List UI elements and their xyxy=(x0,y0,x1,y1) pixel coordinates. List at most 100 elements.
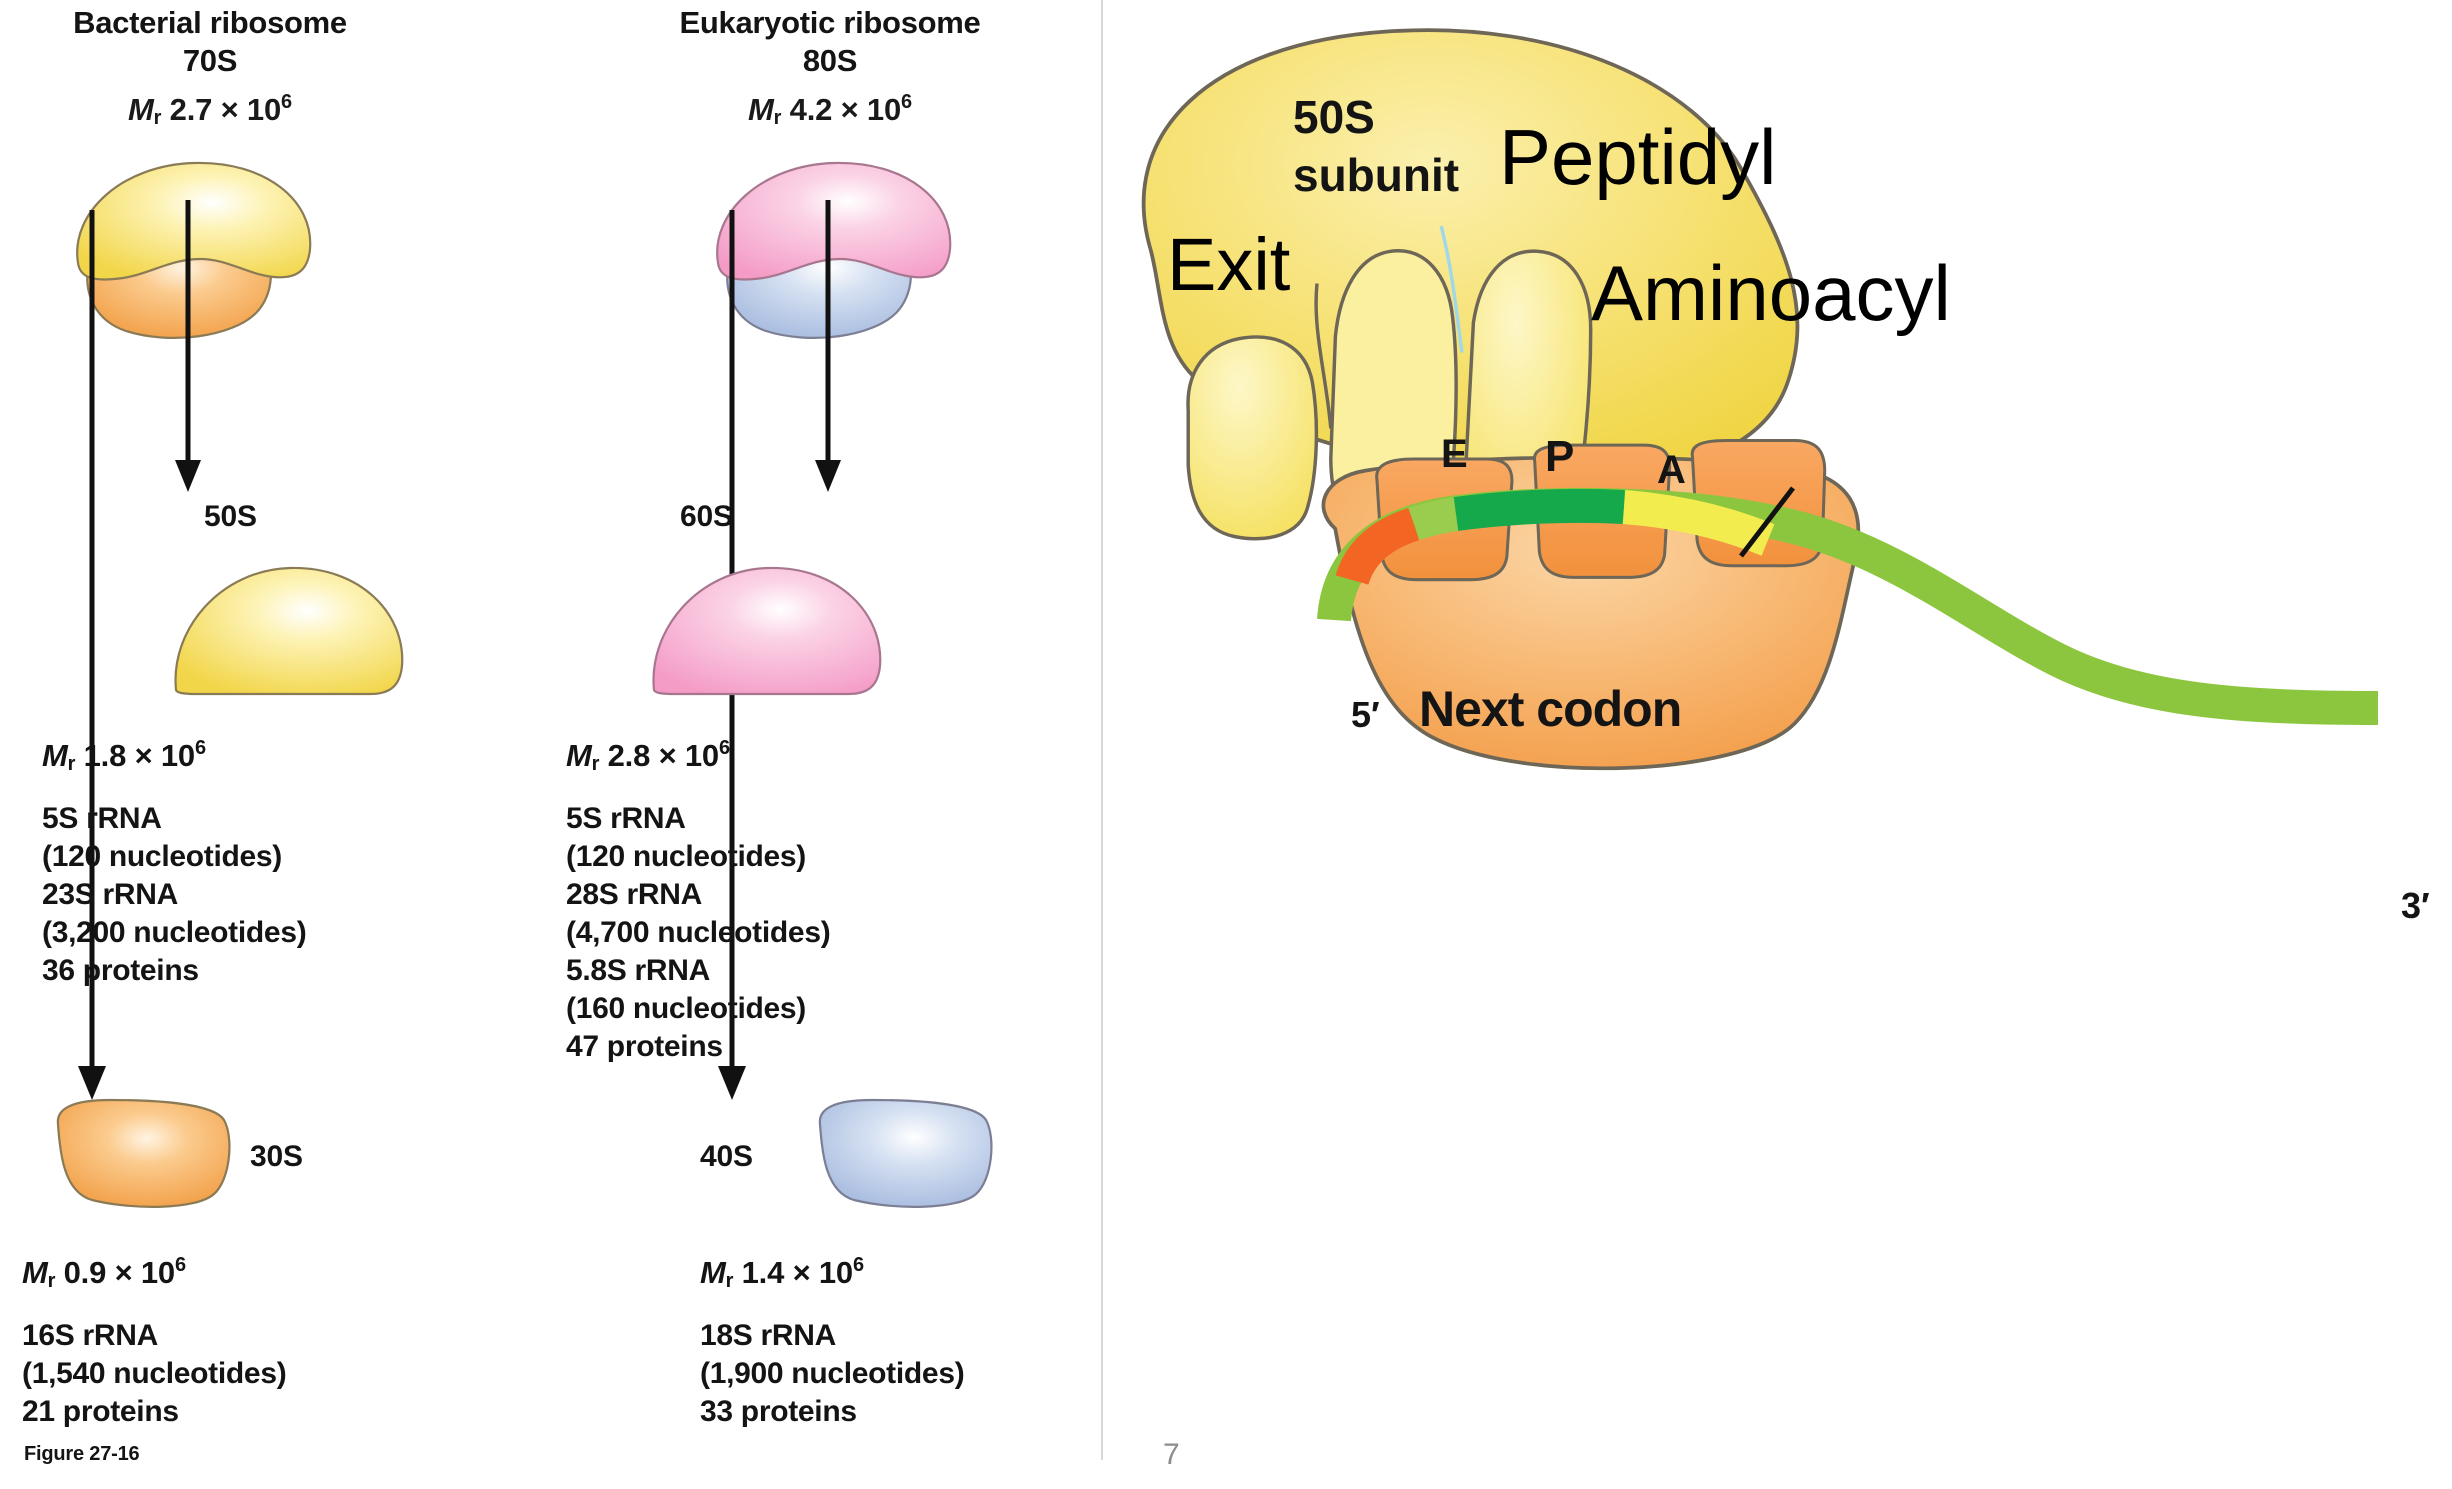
detail-line: (4,700 nucleotides) xyxy=(566,916,831,949)
next-codon-leader-line xyxy=(1739,486,1795,558)
mr-base: 10 xyxy=(140,1255,175,1290)
label-site-p: P xyxy=(1545,432,1575,481)
detail-line: (3,200 nucleotides) xyxy=(42,916,307,949)
mr-exponent: 6 xyxy=(901,91,912,113)
detail-line: 5S rRNA xyxy=(566,802,686,835)
detail-line: (120 nucleotides) xyxy=(566,840,806,873)
detail-line: (160 nucleotides) xyxy=(566,992,806,1025)
figure-caption: Figure 27-16 xyxy=(24,1443,140,1465)
detail-line: 47 proteins xyxy=(566,1030,723,1063)
mr-subscript: r xyxy=(725,1270,734,1292)
mr-value: 2.8 xyxy=(607,738,651,773)
mr-times-icon: × xyxy=(220,92,239,127)
mr-value: 4.2 xyxy=(789,92,833,127)
detail-line: (1,900 nucleotides) xyxy=(700,1357,965,1390)
label-site-a: A xyxy=(1657,448,1686,492)
label-mrna-3-prime: 3′ xyxy=(2401,885,2430,926)
annotation-exit: Exit xyxy=(1167,223,1291,306)
mr-base: 10 xyxy=(160,738,195,773)
mr-exponent: 6 xyxy=(718,737,730,759)
panel-divider xyxy=(1101,0,1103,1460)
details-30s: Mr 0.9 × 106 16S rRNA (1,540 nucleotides… xyxy=(22,1245,287,1431)
mr-times-icon: × xyxy=(658,738,677,773)
mr-times-icon: × xyxy=(134,738,153,773)
detail-line: (1,540 nucleotides) xyxy=(22,1357,287,1390)
mr-times-icon: × xyxy=(840,92,859,127)
mr-exponent: 6 xyxy=(194,737,206,759)
detail-line: 18S rRNA xyxy=(700,1319,836,1352)
arrow-bacterial-to-30s xyxy=(78,210,106,1100)
mr-50s: Mr 1.8 × 106 xyxy=(42,728,306,784)
annotation-peptidyl: Peptidyl xyxy=(1499,113,1777,201)
mr-base: 10 xyxy=(684,738,719,773)
arrow-eukaryotic-to-60s xyxy=(815,200,841,492)
mr-value: 2.7 xyxy=(169,92,213,127)
mr-symbol: M xyxy=(128,92,154,127)
column-title-eukaryotic: Eukaryotic ribosome xyxy=(679,5,981,40)
mr-subscript: r xyxy=(591,753,600,775)
label-50s: 50S xyxy=(204,500,257,533)
detail-line: 5S rRNA xyxy=(42,802,162,835)
mr-40s: Mr 1.4 × 106 xyxy=(700,1245,964,1301)
ribosome-translation-diagram-panel: 50S subunit E P A Next codon 5′ 3′ Exit … xyxy=(1103,0,2452,1489)
mr-symbol: M xyxy=(42,738,68,773)
label-60s: 60S xyxy=(680,500,733,533)
label-30s: 30S xyxy=(250,1140,303,1173)
mr-symbol: M xyxy=(748,92,774,127)
label-site-e: E xyxy=(1441,432,1468,476)
mr-subscript: r xyxy=(47,1270,56,1292)
detail-line: 16S rRNA xyxy=(22,1319,158,1352)
detail-line: 23S rRNA xyxy=(42,878,178,911)
mr-symbol: M xyxy=(566,738,592,773)
bacterial-50s-subunit-illustration xyxy=(174,566,404,696)
eukaryotic-80s-ribosome-illustration xyxy=(716,161,952,339)
mr-base: 10 xyxy=(818,1255,853,1290)
mr-exponent: 6 xyxy=(852,1254,864,1276)
mr-60s: Mr 2.8 × 106 xyxy=(566,728,830,784)
mr-base: 10 xyxy=(246,92,282,127)
bacterial-70s-ribosome-illustration xyxy=(76,161,312,339)
label-50s-subunit: 50S subunit xyxy=(1293,88,1459,204)
arrow-bacterial-to-50s xyxy=(175,200,201,492)
eukaryotic-60s-subunit-illustration xyxy=(652,566,882,696)
detail-line: 33 proteins xyxy=(700,1395,857,1428)
detail-line: 5.8S rRNA xyxy=(566,954,711,987)
mr-subscript: r xyxy=(153,107,162,129)
ribosome-epa-illustration xyxy=(1141,28,2379,771)
column-svedberg-eukaryotic: 80S xyxy=(802,43,858,78)
column-mr-eukaryotic: Mr 4.2 × 106 xyxy=(600,82,1060,138)
textbook-figure-panel: Bacterial ribosome 70S Mr 2.7 × 106 xyxy=(0,0,1103,1489)
mr-times-icon: × xyxy=(792,1255,811,1290)
details-40s: Mr 1.4 × 106 18S rRNA (1,900 nucleotides… xyxy=(700,1245,965,1431)
mr-value: 1.4 xyxy=(741,1255,785,1290)
details-60s: Mr 2.8 × 106 5S rRNA (120 nucleotides) 2… xyxy=(566,728,831,1066)
label-50s-line1: 50S xyxy=(1293,91,1375,143)
label-mrna-5-prime: 5′ xyxy=(1351,694,1380,735)
mr-exponent: 6 xyxy=(281,91,292,113)
page-number: 7 xyxy=(1163,1438,1180,1471)
mr-value: 0.9 xyxy=(63,1255,107,1290)
mr-times-icon: × xyxy=(114,1255,133,1290)
label-50s-line2: subunit xyxy=(1293,149,1460,201)
mr-symbol: M xyxy=(22,1255,48,1290)
eukaryotic-40s-subunit-illustration xyxy=(818,1098,993,1208)
column-mr-bacterial: Mr 2.7 × 106 xyxy=(0,82,420,138)
mr-exponent: 6 xyxy=(174,1254,186,1276)
column-svedberg-bacterial: 70S xyxy=(182,43,238,78)
mr-subscript: r xyxy=(67,753,76,775)
column-title-bacterial: Bacterial ribosome xyxy=(73,5,347,40)
annotation-aminoacyl: Aminoacyl xyxy=(1591,249,1951,337)
detail-line: 36 proteins xyxy=(42,954,199,987)
mr-base: 10 xyxy=(866,92,902,127)
detail-line: 21 proteins xyxy=(22,1395,179,1428)
detail-line: 28S rRNA xyxy=(566,878,702,911)
detail-line: (120 nucleotides) xyxy=(42,840,282,873)
mr-30s: Mr 0.9 × 106 xyxy=(22,1245,286,1301)
mr-value: 1.8 xyxy=(83,738,127,773)
mr-subscript: r xyxy=(773,107,782,129)
bacterial-30s-subunit-illustration xyxy=(56,1098,231,1208)
details-50s: Mr 1.8 × 106 5S rRNA (120 nucleotides) 2… xyxy=(42,728,307,990)
label-40s: 40S xyxy=(700,1140,753,1173)
mr-symbol: M xyxy=(700,1255,726,1290)
label-next-codon: Next codon xyxy=(1419,681,1682,737)
